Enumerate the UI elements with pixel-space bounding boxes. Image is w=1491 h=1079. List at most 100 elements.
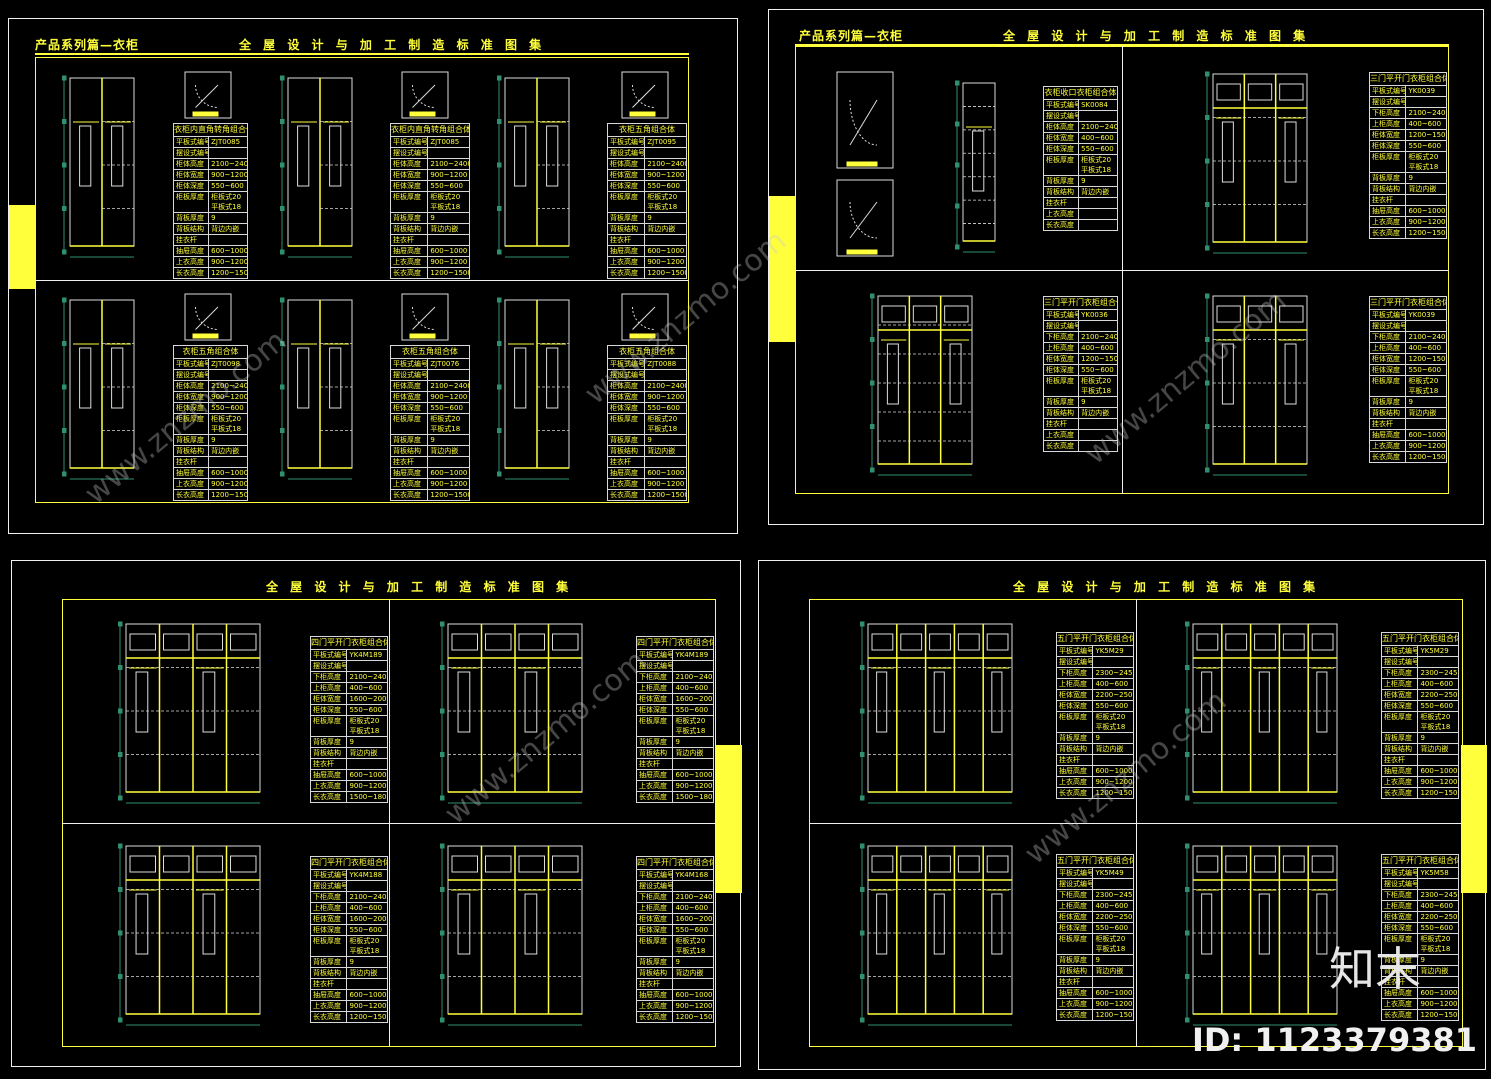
spec-value: 550~600 xyxy=(647,182,680,190)
spec-value xyxy=(1079,111,1117,121)
spec-row: 挂衣杆 xyxy=(1043,419,1118,430)
cabinet-elevation xyxy=(1185,838,1345,1028)
spec-key: 柜体宽度 xyxy=(637,694,674,704)
spec-value: 900~1200 xyxy=(211,171,247,179)
spec-value: 550~600 xyxy=(1081,366,1114,374)
spec-value xyxy=(428,148,469,158)
spec-key: 摆设式编号 xyxy=(639,661,674,671)
spec-value: 1200~1500 xyxy=(430,269,469,277)
spec-value: 2100~2400 xyxy=(647,382,686,390)
spec-key: 柜板厚度 xyxy=(1057,712,1094,732)
spec-row: 柜板厚度柜板式20 平板式18 xyxy=(1056,712,1134,733)
cabinet-elevation xyxy=(860,616,1020,806)
spec-value: 1200~1500 xyxy=(1408,355,1446,363)
spec-row: 摆设式编号 xyxy=(1056,879,1134,890)
spec-value: ZJT0098 xyxy=(211,360,241,368)
spec-row: 摆设式编号 xyxy=(1369,97,1447,108)
spec-row: 摆设式编号 xyxy=(173,370,248,381)
spec-value: 背边内嵌 xyxy=(1408,409,1437,417)
spec-value: 1500~1800 xyxy=(349,793,387,801)
spec-value: 900~1200 xyxy=(1095,1000,1133,1008)
spec-row: 挂衣杆 xyxy=(607,457,687,468)
spec-row: 柜板厚度柜板式20 平板式18 xyxy=(390,414,470,435)
spec-key: 背板结构 xyxy=(174,224,210,234)
spec-value: 柜板式20 平板式18 xyxy=(647,193,678,211)
spec-key: 挂衣杆 xyxy=(1370,195,1407,205)
spec-key: 柜体宽度 xyxy=(1370,354,1407,364)
spec-key: 上衣高度 xyxy=(1370,441,1407,451)
spec-key: 上柜高度 xyxy=(637,683,674,693)
spec-key: 摆设式编号 xyxy=(176,148,210,158)
side-tab xyxy=(716,745,742,893)
spec-key: 上衣高度 xyxy=(1057,999,1094,1009)
spec-row: 背板结构背边内嵌 xyxy=(636,748,714,759)
spec-key: 抽屉高度 xyxy=(608,468,646,478)
spec-row: 柜板厚度柜板式20 平板式18 xyxy=(636,936,714,957)
spec-value: 600~1000 xyxy=(675,771,713,779)
spec-value: 9 xyxy=(211,214,216,222)
cabinet-elevation xyxy=(1205,66,1315,256)
spec-row: 柜板厚度柜板式20 平板式18 xyxy=(1043,155,1118,176)
spec-key: 摆设式编号 xyxy=(610,148,646,158)
spec-value: 2100~2400 xyxy=(211,160,247,168)
spec-key: 柜板厚度 xyxy=(174,192,210,212)
spec-key: 下柜高度 xyxy=(1382,668,1419,678)
cabinet-plan xyxy=(183,70,233,120)
spec-row: 摆设式编号 xyxy=(607,148,687,159)
spec-key: 下柜高度 xyxy=(1382,890,1419,900)
spec-row: 柜板厚度柜板式20 平板式18 xyxy=(310,936,388,957)
spec-value: 柜板式20 平板式18 xyxy=(1081,377,1112,395)
spec-key: 长衣高度 xyxy=(311,1012,348,1022)
spec-row: 摆设式编号 xyxy=(1043,321,1118,332)
spec-value: 550~600 xyxy=(211,182,244,190)
spec-key: 下柜高度 xyxy=(1044,332,1080,342)
spec-key: 背板厚度 xyxy=(637,957,674,967)
spec-key: 背板结构 xyxy=(608,446,646,456)
spec-value: 2100~2400 xyxy=(1408,109,1446,117)
spec-value: 550~600 xyxy=(1095,924,1129,932)
spec-row: 背板结构背边内嵌 xyxy=(173,224,248,235)
spec-key: 抽屉高度 xyxy=(1370,206,1407,216)
spec-value: 背边内嵌 xyxy=(430,225,459,233)
spec-key: 上衣高度 xyxy=(391,257,429,267)
sheet-3: 全 屋 设 计 与 加 工 制 造 标 准 图 集 xyxy=(11,560,742,1067)
spec-value: 900~1200 xyxy=(1408,218,1446,226)
spec-value: 柜板式20 平板式18 xyxy=(211,415,242,433)
spec-key: 平板式编号 xyxy=(1046,100,1080,110)
spec-key: 下柜高度 xyxy=(1370,332,1407,342)
spec-value: 1200~1500 xyxy=(1408,229,1446,237)
spec-key: 挂衣杆 xyxy=(1370,419,1407,429)
spec-row: 背板结构背边内嵌 xyxy=(310,748,388,759)
spec-value: 1200~1500 xyxy=(211,491,247,499)
spec-row: 挂衣杆 xyxy=(1369,419,1447,430)
spec-value xyxy=(1418,977,1458,987)
spec-key: 背板结构 xyxy=(1044,187,1080,197)
spec-row: 柜板厚度柜板式20 平板式18 xyxy=(173,414,248,435)
spec-value: YK5M49 xyxy=(1095,869,1124,877)
sheet-title: 全 屋 设 计 与 加 工 制 造 标 准 图 集 xyxy=(239,38,546,52)
spec-key: 柜板厚度 xyxy=(637,716,674,736)
spec-key: 柜板厚度 xyxy=(391,414,429,434)
spec-key: 长衣高度 xyxy=(391,268,429,278)
spec-title: 衣柜收口衣柜组合体 xyxy=(1043,86,1118,100)
spec-key: 柜体宽度 xyxy=(1370,130,1407,140)
